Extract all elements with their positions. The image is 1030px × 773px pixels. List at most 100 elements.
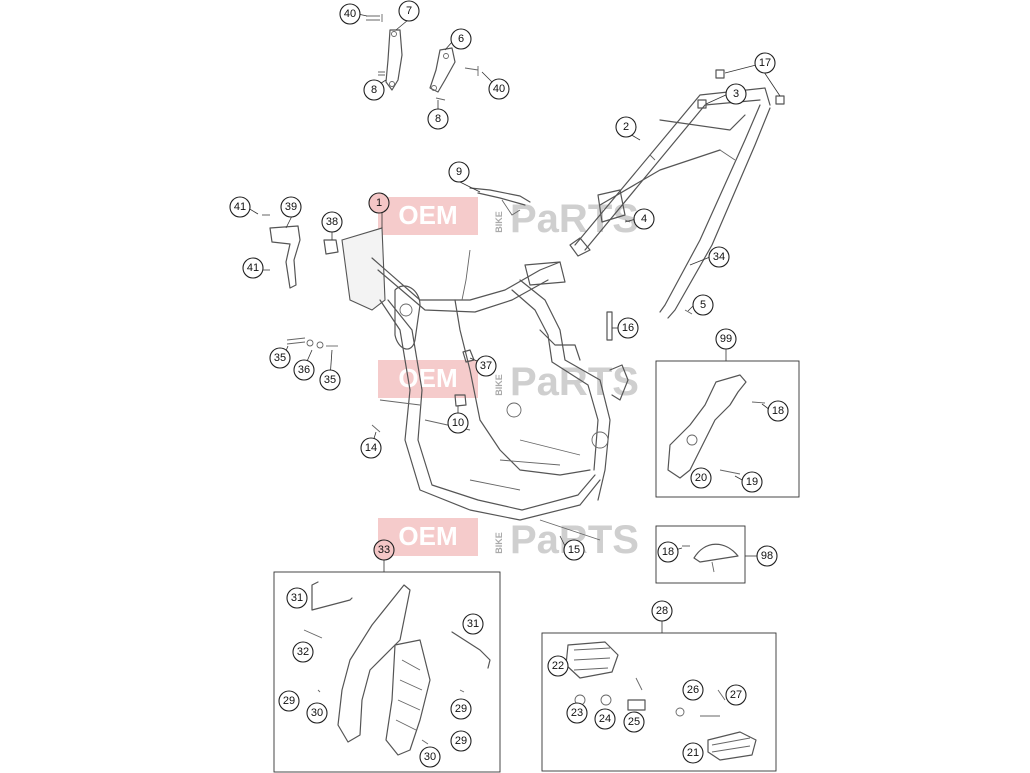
callout-39[interactable]: 39 [280,196,302,218]
callout-3[interactable]: 3 [725,83,747,105]
callout-18a[interactable]: 18 [767,400,789,422]
callout-33[interactable]: 33 [373,539,395,561]
svg-text:7: 7 [406,5,412,17]
svg-text:18: 18 [772,405,784,417]
callout-29a[interactable]: 29 [278,690,300,712]
frame-protector-33 [303,581,491,756]
callout-25[interactable]: 25 [623,711,645,733]
svg-text:24: 24 [599,713,611,725]
callout-24[interactable]: 24 [594,708,616,730]
callout-30b[interactable]: 30 [419,746,441,768]
callout-4[interactable]: 4 [633,208,655,230]
callout-36[interactable]: 36 [293,359,315,381]
svg-text:40: 40 [493,83,505,95]
callout-7[interactable]: 7 [398,0,420,22]
svg-text:37: 37 [480,360,492,372]
callout-19[interactable]: 19 [741,471,763,493]
callout-35a[interactable]: 35 [269,347,291,369]
svg-text:23: 23 [571,707,583,719]
callout-41a[interactable]: 41 [229,196,251,218]
svg-text:32: 32 [297,646,309,658]
group-box-33 [273,571,501,773]
svg-text:41: 41 [247,262,259,274]
group-box-28 [541,632,777,772]
svg-text:6: 6 [458,33,464,45]
subframe [569,87,771,319]
callout-38[interactable]: 38 [321,211,343,233]
callout-40a[interactable]: 40 [339,3,361,25]
callout-17[interactable]: 17 [754,52,776,74]
svg-text:14: 14 [365,442,377,454]
svg-text:31: 31 [467,618,479,630]
svg-text:2: 2 [623,121,629,133]
callout-1[interactable]: 1 [368,192,390,214]
callout-22[interactable]: 22 [547,655,569,677]
callout-27[interactable]: 27 [725,684,747,706]
callout-15[interactable]: 15 [563,539,585,561]
svg-text:19: 19 [746,476,758,488]
callout-6[interactable]: 6 [450,28,472,50]
callout-99[interactable]: 99 [715,328,737,350]
callout-18b[interactable]: 18 [657,541,679,563]
svg-text:25: 25 [628,716,640,728]
bracket-39 [262,214,301,289]
callout-28[interactable]: 28 [651,600,673,622]
svg-text:PaRTS: PaRTS [510,197,639,241]
svg-text:OEM: OEM [398,200,457,230]
callout-14[interactable]: 14 [360,437,382,459]
svg-text:35: 35 [324,374,336,386]
svg-text:10: 10 [452,417,464,429]
callout-2[interactable]: 2 [615,116,637,138]
svg-text:29: 29 [455,703,467,715]
svg-text:34: 34 [713,251,725,263]
clip-38 [323,239,339,255]
callout-10[interactable]: 10 [447,412,469,434]
callout-35b[interactable]: 35 [319,369,341,391]
callout-32[interactable]: 32 [292,641,314,663]
right-side-bits [606,69,785,341]
callout-9[interactable]: 9 [448,161,470,183]
svg-text:18: 18 [662,546,674,558]
svg-text:99: 99 [720,333,732,345]
callout-20[interactable]: 20 [690,467,712,489]
callout-16[interactable]: 16 [617,317,639,339]
svg-text:OEM: OEM [398,363,457,393]
callout-98[interactable]: 98 [756,545,778,567]
svg-text:OEM: OEM [398,521,457,551]
svg-text:38: 38 [326,216,338,228]
callout-21[interactable]: 21 [682,742,704,764]
svg-text:BIKE: BIKE [494,374,504,396]
cable-9 [461,187,531,301]
footrest-bracket-99 [667,374,766,479]
main-frame [341,227,629,521]
callout-30a[interactable]: 30 [306,702,328,724]
svg-text:21: 21 [687,747,699,759]
svg-text:9: 9 [456,166,462,178]
callout-5[interactable]: 5 [692,294,714,316]
watermark-top: OEM BIKE PaRTS [378,197,639,241]
svg-text:30: 30 [311,707,323,719]
chain-guide-bracket-6 [429,47,456,93]
callout-34[interactable]: 34 [708,246,730,268]
callout-37[interactable]: 37 [475,355,497,377]
callout-29b[interactable]: 29 [450,698,472,720]
svg-text:15: 15 [568,544,580,556]
svg-text:29: 29 [455,735,467,747]
callout-8a[interactable]: 8 [363,79,385,101]
callout-31a[interactable]: 31 [286,587,308,609]
callout-8b[interactable]: 8 [427,108,449,130]
callout-31b[interactable]: 31 [462,613,484,635]
svg-text:17: 17 [759,57,771,69]
svg-text:31: 31 [291,592,303,604]
callout-23[interactable]: 23 [566,702,588,724]
callout-40b[interactable]: 40 [488,78,510,100]
svg-text:35: 35 [274,352,286,364]
group-box-99 [655,360,800,498]
svg-text:16: 16 [622,322,634,334]
small-bolts [366,14,479,101]
svg-text:1: 1 [376,197,382,209]
callout-41b[interactable]: 41 [242,257,264,279]
callout-29c[interactable]: 29 [450,730,472,752]
callout-26[interactable]: 26 [682,679,704,701]
